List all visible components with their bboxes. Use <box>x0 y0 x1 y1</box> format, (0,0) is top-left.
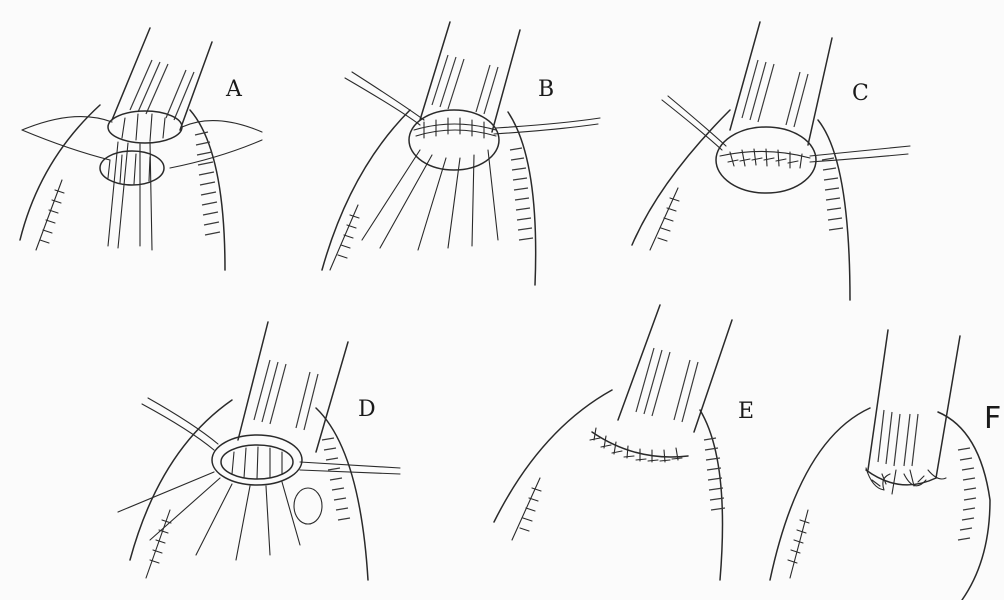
panel-e: E <box>494 305 754 580</box>
panel-d: D <box>118 322 400 580</box>
panel-f: F <box>770 330 1001 600</box>
panel-a: A <box>20 28 262 270</box>
panel-label-d: D <box>358 397 376 422</box>
panel-label-e: E <box>738 399 754 424</box>
panel-b: B <box>322 22 600 285</box>
panel-c: C <box>632 22 910 300</box>
panel-label-c: C <box>852 81 869 106</box>
panel-label-a: A <box>225 77 243 102</box>
panel-label-b: B <box>538 77 554 102</box>
panel-label-f: F <box>984 401 1001 436</box>
